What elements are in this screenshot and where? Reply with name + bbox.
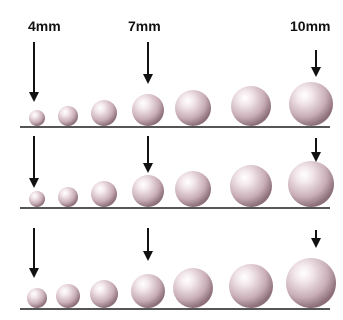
arrow-head [29, 92, 39, 102]
pearl [288, 161, 334, 207]
pearl [91, 181, 117, 207]
pearl [29, 110, 45, 126]
pearl [229, 264, 273, 308]
pearl [131, 274, 165, 308]
pearl [56, 284, 80, 308]
arrow-head [311, 238, 321, 248]
arrow-head [311, 67, 321, 77]
pearl [231, 86, 271, 126]
pearl [286, 258, 336, 308]
pearl [132, 94, 164, 126]
arrow-head [311, 152, 321, 162]
pearl [175, 90, 211, 126]
pearl [90, 280, 118, 308]
pearl [289, 82, 333, 126]
pearl [91, 100, 117, 126]
pearl [58, 187, 78, 207]
pearl [27, 288, 47, 308]
pearl [132, 175, 164, 207]
pearl [230, 165, 272, 207]
arrow-head [143, 251, 153, 261]
arrow-head [29, 268, 39, 278]
arrow-head [29, 178, 39, 188]
pearl [173, 268, 213, 308]
arrow-head [143, 163, 153, 173]
pearl [29, 191, 45, 207]
arrow-head [143, 74, 153, 84]
pearl [58, 106, 78, 126]
pearl [175, 171, 211, 207]
